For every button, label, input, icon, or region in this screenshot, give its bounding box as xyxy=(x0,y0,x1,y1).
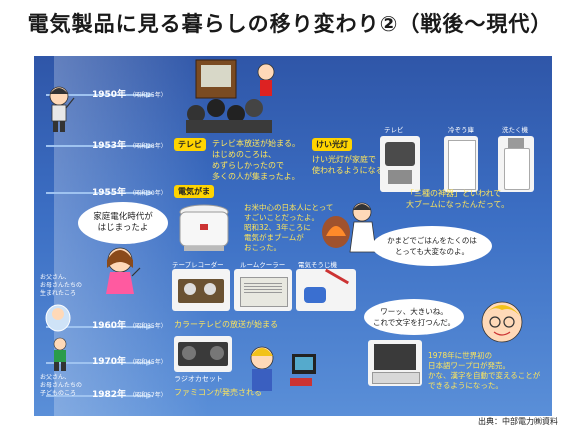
fluorescent-description: けい光灯が家庭で 使われるようになる。 xyxy=(312,155,392,175)
washer-photo-label: 洗たく機 xyxy=(502,126,528,134)
tape-recorder-label: テープレコーダー xyxy=(172,261,224,269)
rice-cooker-illustration xyxy=(179,204,229,251)
boy-with-glasses-illustration xyxy=(481,301,523,343)
fridge-photo-label: 冷ぞう庫 xyxy=(448,126,474,134)
year-arrow-1955 xyxy=(46,190,166,196)
room-cooler-label: ルームクーラー xyxy=(240,261,286,269)
parents-born-note: お父さん、 お母さんたちの 生まれたころ xyxy=(40,274,83,297)
vacuum-photo xyxy=(296,268,356,311)
girl-illustration xyxy=(106,247,141,294)
three-treasures-photos: テレビ 冷ぞう庫 洗たく機 xyxy=(374,124,544,196)
vacuum-label: 電気そうじ機 xyxy=(298,261,337,269)
source-credit: 出典：中部電力㈱資料 xyxy=(478,417,558,426)
radio-cassette-label: ラジオカセット xyxy=(174,375,223,383)
year-arrow-1953 xyxy=(46,143,166,149)
tv-tag: テレビ xyxy=(174,138,206,151)
cooking-woman-illustration xyxy=(322,202,377,253)
tv-photo xyxy=(380,136,420,192)
tape-recorder-photo xyxy=(172,269,230,311)
year-1955: 1955年（昭和30年） xyxy=(92,188,167,198)
washer-photo xyxy=(498,136,534,192)
room-cooler-photo xyxy=(234,269,292,311)
rice-cooker-tag: 電気がま xyxy=(174,185,214,198)
radio-cassette-photo xyxy=(174,336,232,372)
era-speech-bubble: 家庭電化時代が はじまったよ xyxy=(78,202,168,244)
three-treasures-caption: 「三種の神器」といわれて 大ブームになったんだって。 xyxy=(406,189,510,209)
year-1982: 1982年（昭和57年） xyxy=(92,390,167,400)
tv-description: テレビ本放送が始まる。 はじめのころは、 めずらしかったので 多くの人が集まった… xyxy=(212,139,300,181)
famicom-event: ファミコンが発売される xyxy=(174,388,262,397)
child-illustration xyxy=(53,337,67,371)
parents-childhood-note: お父さん、 お母さんたちの 子どものころ xyxy=(40,374,83,397)
wapuro-speech-bubble: ワーッ、大きいね。 これで文字を打つんだ。 xyxy=(364,299,464,335)
oven-speech-bubble: かまどでごはんをたくのは とっても大変なのよ。 xyxy=(372,226,492,266)
timeline-panel: 1950年（昭和25年） 1953年（昭和28年） 1955年（昭和30年） 1… xyxy=(34,56,552,416)
baby-illustration xyxy=(45,304,71,332)
boy-playing-game-illustration xyxy=(250,346,316,391)
year-1970: 1970年（昭和45年） xyxy=(92,357,167,367)
year-arrow-1950 xyxy=(46,92,166,98)
color-tv-event: カラーテレビの放送が始まる xyxy=(174,320,278,329)
year-arrow-1960 xyxy=(46,324,166,330)
year-arrow-1982 xyxy=(46,393,166,399)
page-title: 電気製品に見る暮らしの移り変わり②（戦後〜現代） xyxy=(27,12,553,36)
word-processor-photo xyxy=(368,340,422,386)
waving-boy-illustration xyxy=(49,86,75,132)
tv-crowd-illustration xyxy=(186,59,275,133)
word-processor-description: 1978年に世界初の 日本語ワープロが発売。 かな、漢字を自動で変えることが で… xyxy=(428,351,541,390)
tv-photo-label: テレビ xyxy=(384,126,404,134)
year-arrow-1970 xyxy=(46,360,166,366)
rice-cooker-description: お米中心の日本人にとって すごいことだったよ。 昭和32、3年ころに 電気がまブ… xyxy=(244,203,334,252)
year-1960: 1960年（昭和35年） xyxy=(92,321,167,331)
year-1953: 1953年（昭和28年） xyxy=(92,141,167,151)
year-1950: 1950年（昭和25年） xyxy=(92,90,167,100)
fluorescent-tag: けい光灯 xyxy=(312,138,352,151)
fridge-photo xyxy=(444,136,478,192)
